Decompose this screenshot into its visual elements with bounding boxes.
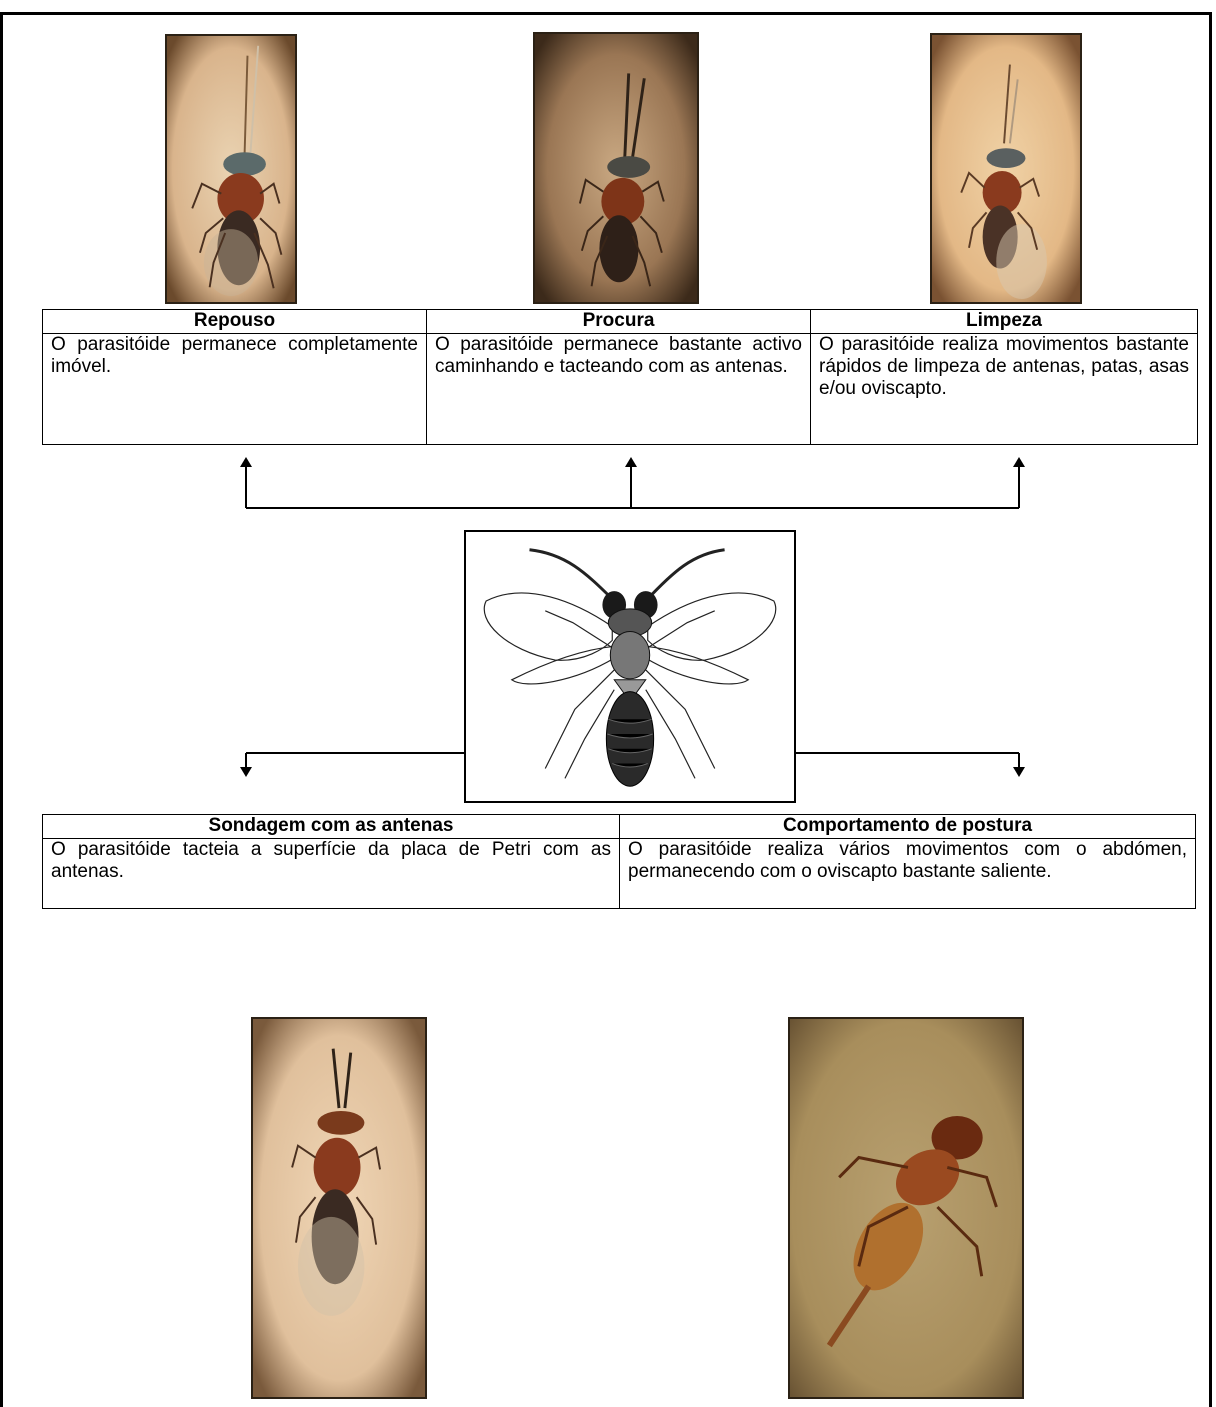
postura-description: O parasitóide realiza vários movimentos … [620,839,1196,909]
photo-procura [533,32,699,304]
limpeza-description: O parasitóide realiza movimentos bastant… [811,334,1198,445]
photo-sondagem [251,1017,427,1399]
repouso-title: Repouso [43,310,427,334]
sondagem-description: O parasitóide tacteia a superfície da pl… [43,839,620,909]
limpeza-title: Limpeza [811,310,1198,334]
top-behaviour-table: Repouso Procura Limpeza O parasitóide pe… [42,309,1198,445]
repouso-description: O parasitóide permanece completamente im… [43,334,427,445]
photo-postura [788,1017,1024,1399]
bottom-behaviour-table: Sondagem com as antenas Comportamento de… [42,814,1196,909]
sondagem-title: Sondagem com as antenas [43,815,620,839]
insect-drawing [464,530,796,803]
postura-title: Comportamento de postura [620,815,1196,839]
procura-description: O parasitóide permanece bastante activo … [427,334,811,445]
photo-repouso [165,34,297,304]
procura-title: Procura [427,310,811,334]
photo-limpeza [930,33,1082,304]
